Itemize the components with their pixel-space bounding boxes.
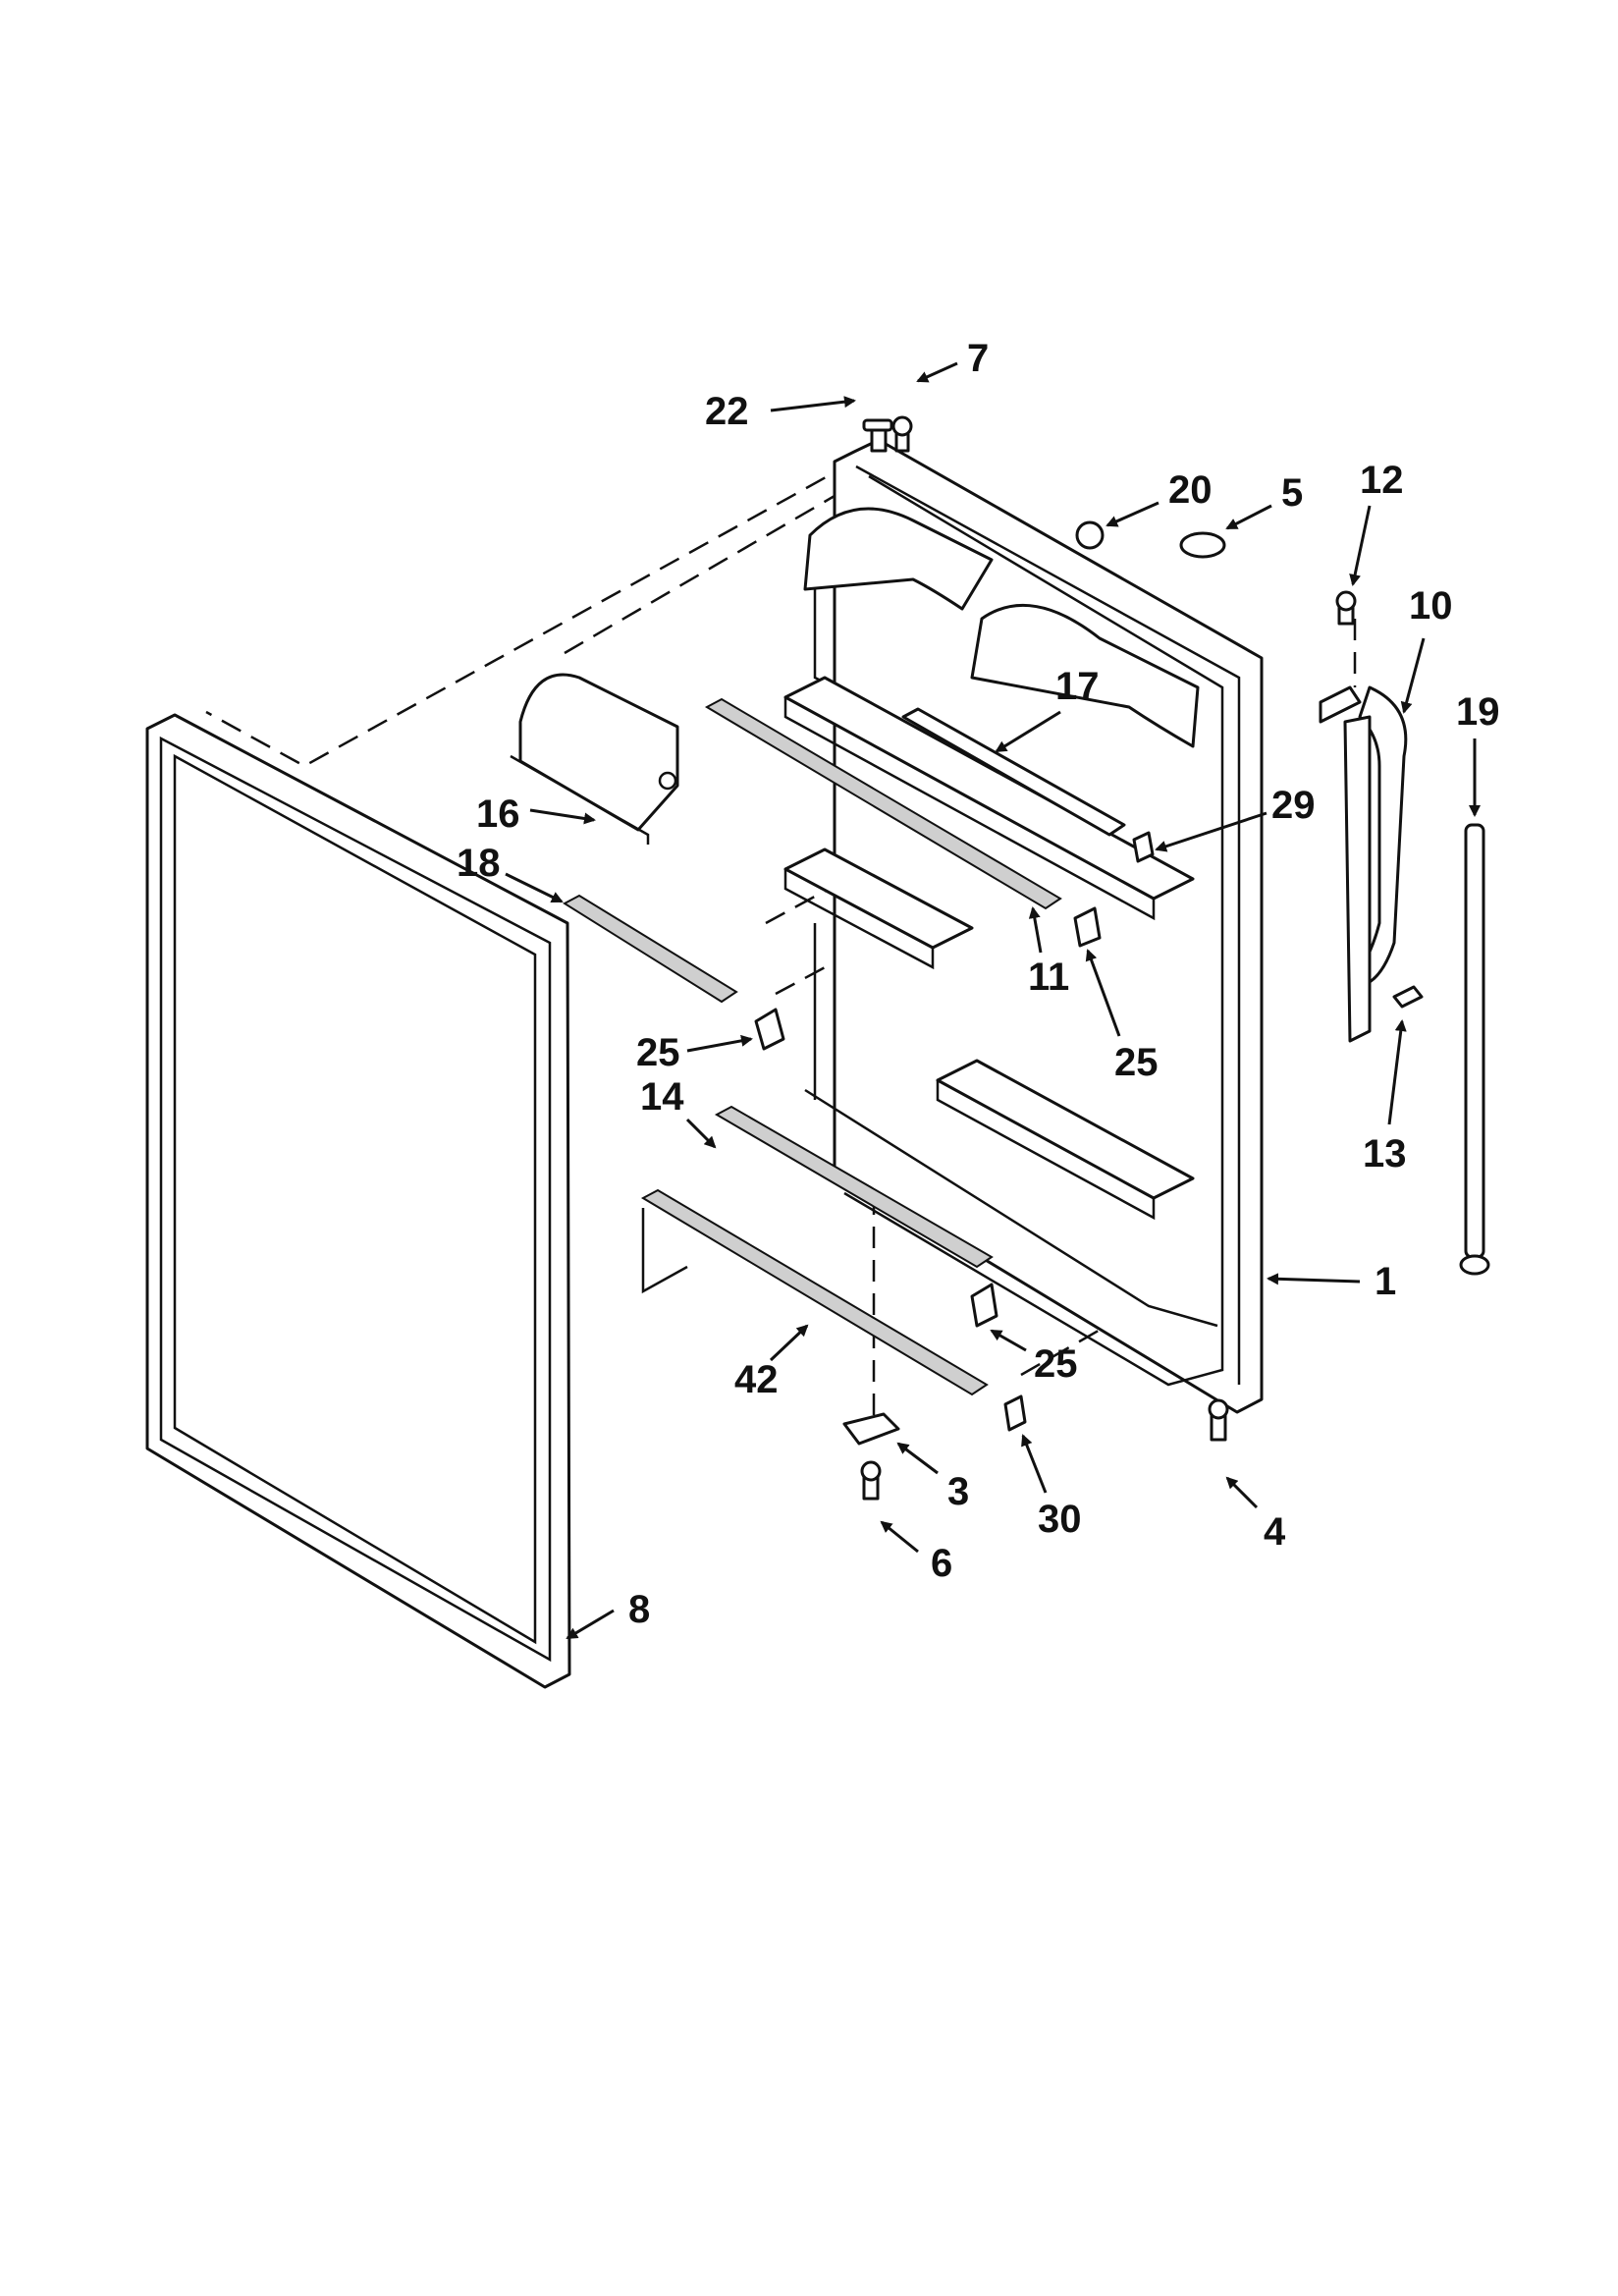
callout-10: 10 [1409,584,1453,628]
callout-22: 22 [705,390,749,433]
door-bar-18 [563,894,738,1004]
callout-25-left: 25 [636,1031,680,1074]
callout-30: 30 [1038,1498,1082,1541]
door-rod [1459,823,1490,1276]
door-handle [1319,685,1408,1043]
door-liner [783,438,1264,1414]
callout-6: 6 [931,1542,952,1585]
callout-42: 42 [734,1358,779,1401]
callout-11: 11 [1028,956,1069,999]
callout-13: 13 [1363,1132,1407,1175]
callout-8: 8 [628,1588,650,1631]
callout-14: 14 [640,1075,684,1119]
door-gasket [145,713,571,1689]
door-bar-14 [714,1105,994,1269]
callout-4: 4 [1264,1510,1286,1554]
callout-3: 3 [947,1470,969,1513]
door-bar-11 [704,697,1062,910]
door-bar-42 [640,1188,989,1396]
callout-17: 17 [1055,665,1100,708]
callout-29: 29 [1271,784,1316,827]
callout-19: 19 [1456,690,1500,734]
door-bar-17 [901,707,1126,837]
callout-25-right: 25 [1114,1041,1159,1084]
callout-5: 5 [1281,471,1303,515]
callouts: 1 3 4 5 6 7 8 10 11 12 13 14 16 17 18 19 [457,337,1500,1640]
callout-20: 20 [1168,468,1213,512]
hardware [754,415,1424,1501]
dairy-door [510,673,679,845]
door-bars [563,697,1126,1396]
callout-16: 16 [476,793,520,836]
callout-7: 7 [967,337,989,380]
callout-1: 1 [1375,1260,1396,1303]
callout-18: 18 [457,842,501,885]
callout-12: 12 [1360,459,1404,502]
callout-25-bottom: 25 [1034,1342,1078,1386]
